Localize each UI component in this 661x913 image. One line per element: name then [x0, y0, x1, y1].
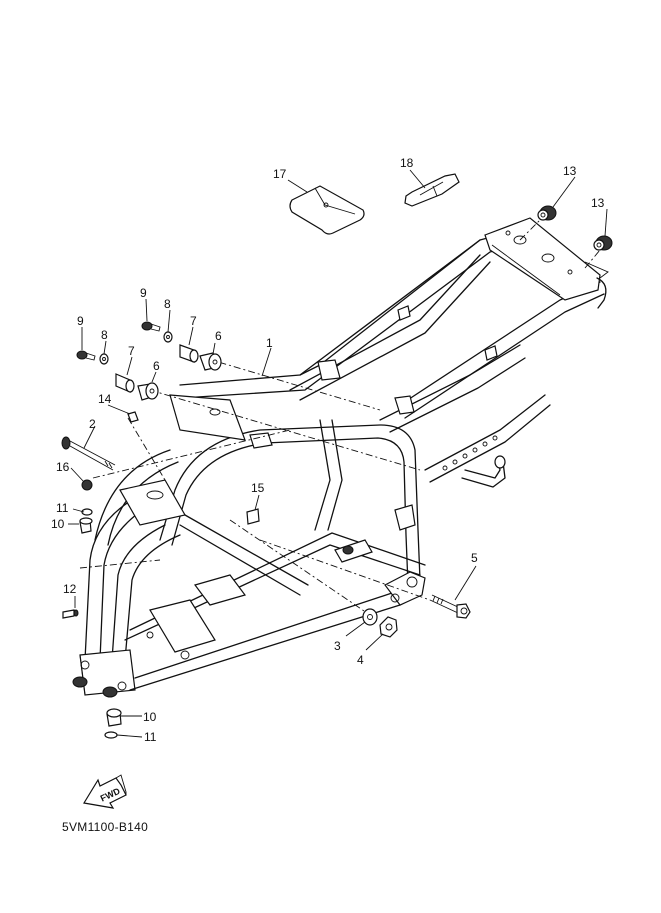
washer-8-right[interactable] [163, 331, 173, 343]
callout-11-upper: 11 [56, 501, 69, 515]
callout-10-upper: 10 [51, 517, 65, 531]
damper-13-bracket-line [584, 261, 609, 279]
tool-bag-17[interactable] [289, 185, 365, 235]
drawing-code: 5VM1100-B140 [62, 820, 149, 834]
callout-17: 17 [273, 167, 287, 181]
callout-8-left: 8 [101, 328, 108, 342]
callout-13-right: 13 [591, 196, 605, 210]
nut-16[interactable] [81, 479, 93, 491]
callout-4: 4 [357, 653, 364, 667]
bolt-9-left[interactable] [76, 350, 96, 361]
callout-1: 1 [266, 336, 273, 350]
damper-13-left[interactable] [537, 205, 557, 221]
callout-5: 5 [471, 551, 478, 565]
callout-8-right: 8 [164, 297, 171, 311]
washer-8-left[interactable] [99, 353, 109, 365]
callout-15: 15 [251, 481, 265, 495]
nut-4[interactable] [379, 616, 398, 638]
bolt-9-right[interactable] [141, 321, 161, 332]
callout-12: 12 [63, 582, 77, 596]
callout-9-left: 9 [77, 314, 84, 328]
callout-6-left: 6 [153, 359, 160, 373]
callout-6-right: 6 [215, 329, 222, 343]
callout-18: 18 [400, 156, 414, 170]
holder-18[interactable] [404, 173, 460, 207]
bolt-12[interactable] [62, 609, 79, 619]
callout-labels: 1 2 3 4 5 6 6 7 7 8 8 9 9 10 10 11 11 12… [51, 156, 605, 744]
callout-10-lower: 10 [143, 710, 157, 724]
damper-13-right[interactable] [593, 235, 613, 251]
washer-3[interactable] [362, 608, 378, 626]
cap-10-lower[interactable] [106, 708, 122, 727]
callout-9-right: 9 [140, 286, 147, 300]
callout-2: 2 [89, 417, 96, 431]
damper-6-left[interactable] [137, 382, 159, 401]
label-15[interactable] [246, 508, 260, 525]
o-ring-11-upper[interactable] [81, 508, 93, 516]
damper-6-right[interactable] [199, 352, 222, 371]
assembly-centerlines [79, 219, 601, 616]
fwd-arrow-icon: FWD [83, 774, 127, 809]
callout-3: 3 [334, 639, 341, 653]
frame[interactable] [72, 217, 607, 698]
callout-13-left: 13 [563, 164, 577, 178]
engine-mount-bolt-2[interactable] [61, 436, 116, 471]
collar-7-left[interactable] [115, 373, 135, 393]
callout-11-lower: 11 [144, 730, 157, 744]
leader-lines [68, 169, 608, 738]
clip-14[interactable] [127, 411, 139, 423]
cap-10-upper[interactable] [79, 517, 93, 534]
callout-16: 16 [56, 460, 70, 474]
callout-7-left: 7 [128, 344, 135, 358]
o-ring-11-lower[interactable] [104, 731, 118, 739]
callout-7-right: 7 [190, 314, 197, 328]
collar-7-right[interactable] [179, 344, 199, 363]
callout-14: 14 [98, 392, 112, 406]
pivot-bolt-5[interactable] [429, 594, 471, 619]
